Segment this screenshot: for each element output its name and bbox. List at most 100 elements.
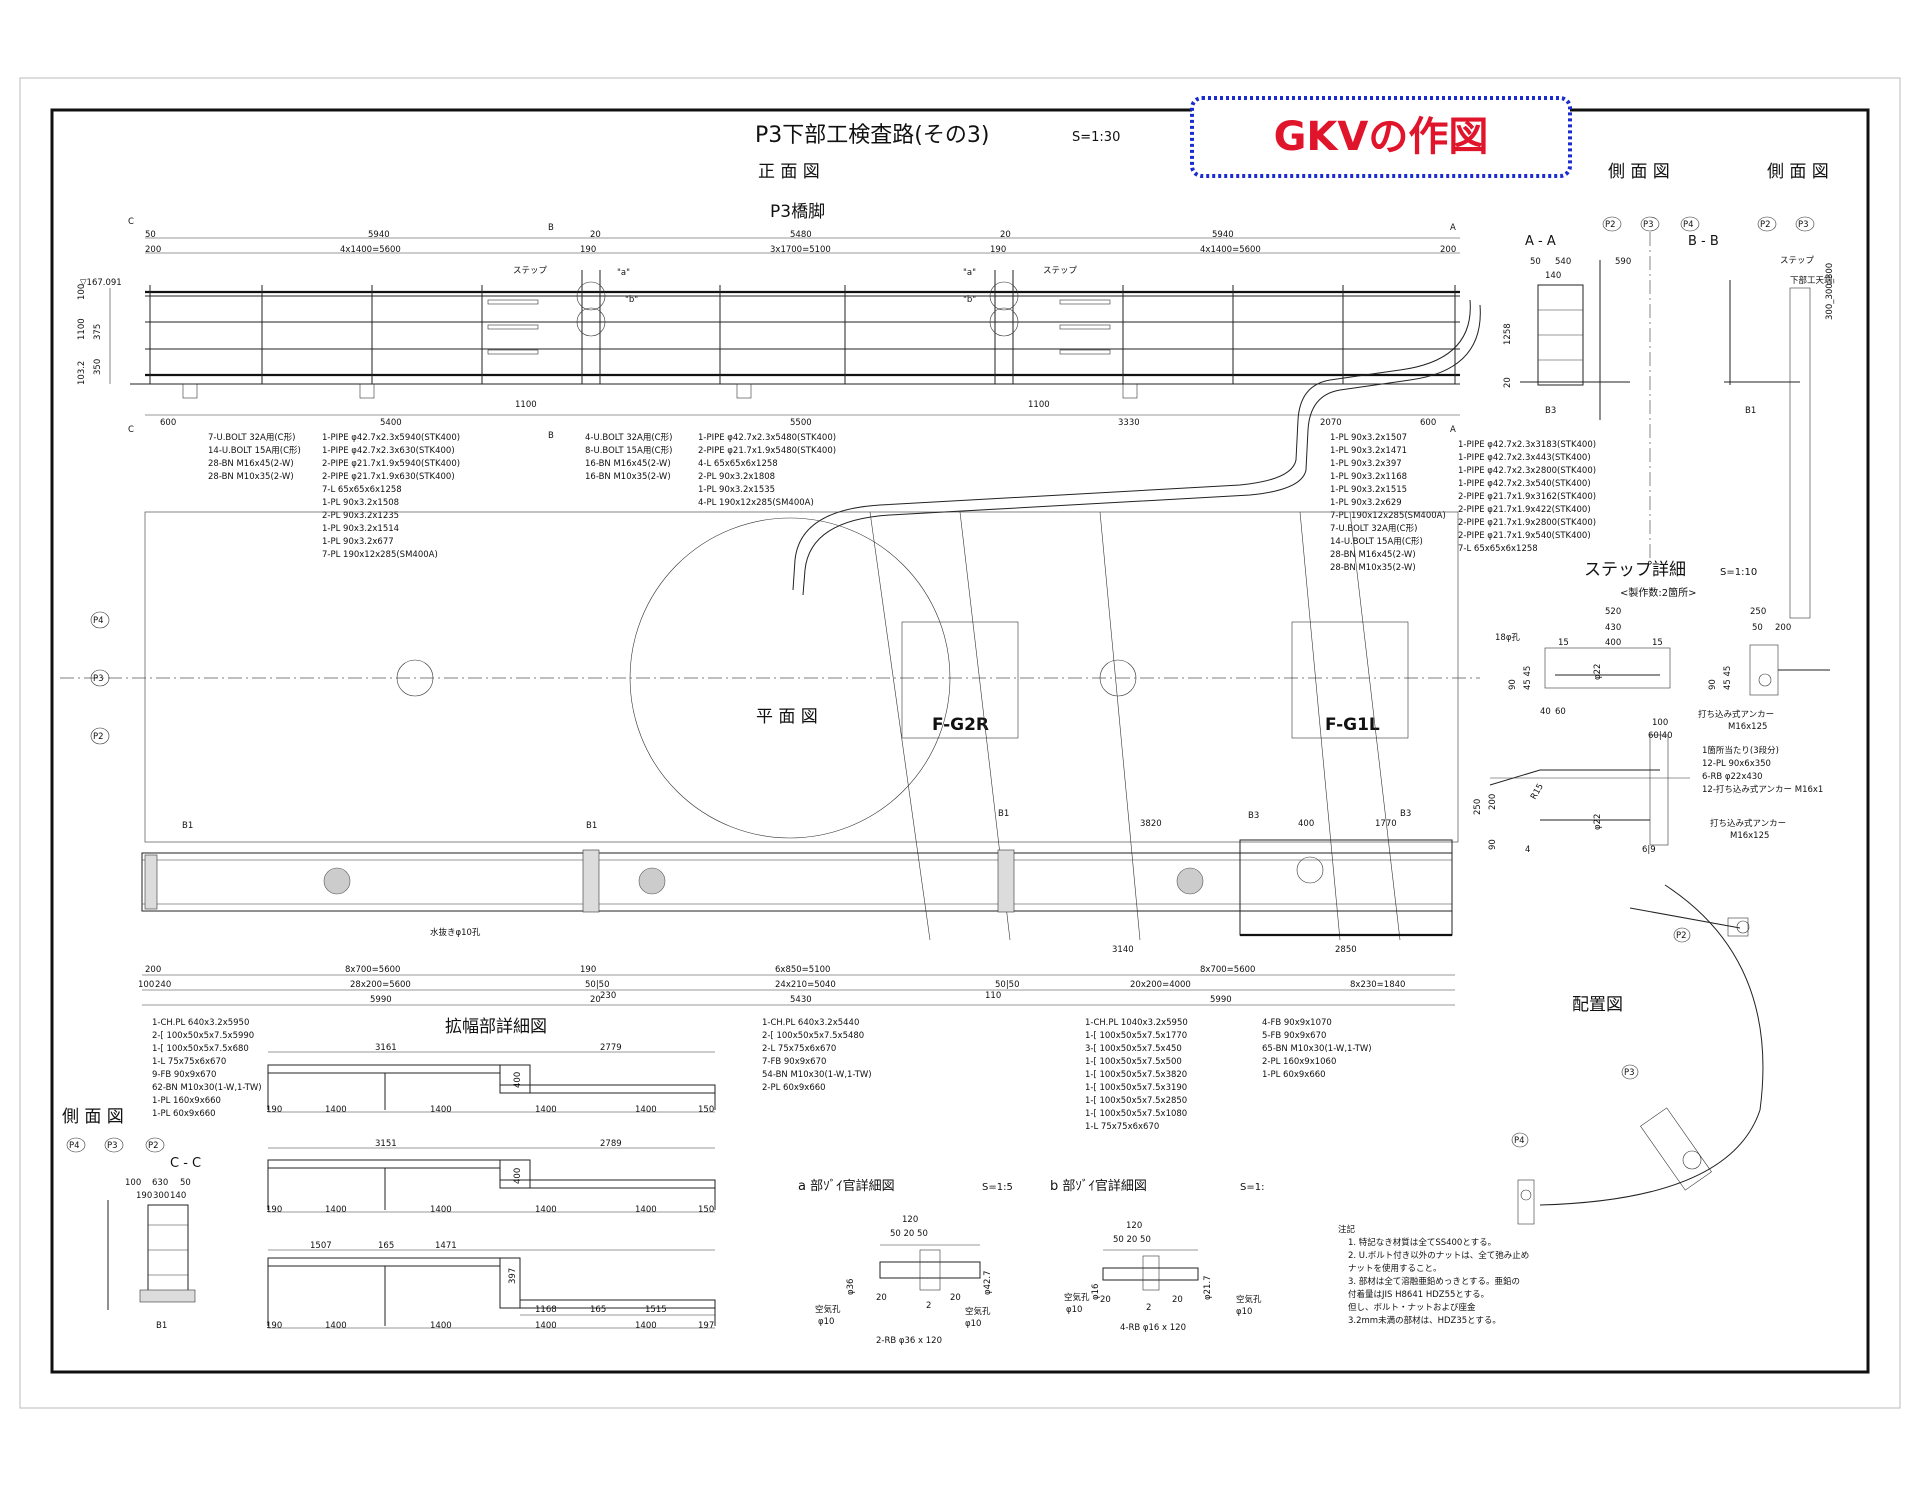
bom-2a-0: 4-U.BOLT 32A用(C形) [585,433,672,443]
detail-a: a 部ｿﾞｲ官詳細図 S=1:5 120 50 20 50 φ36 φ42.7 … [798,1178,1013,1346]
widen-w3: 3151 [375,1139,397,1149]
bb3-3: 1-[ 100x50x5x7.5x500 [1085,1057,1182,1067]
step-d50: 50 [1752,623,1763,633]
widen-w6: 165 [378,1241,394,1251]
bb1-3: 1-L 75x75x6x670 [152,1057,226,1067]
da-air2: φ10 [818,1317,834,1327]
view-side-2: 側 面 図 [1767,162,1829,182]
bom-lower: 1-CH.PL 640x3.2x5950 2-[ 100x50x5x7.5x59… [152,1018,1372,1132]
bom-3-4: 1-PL 90x3.2x1515 [1330,485,1407,495]
dim-h100: 100 [77,284,87,300]
title-scale: S=1:30 [1072,130,1120,145]
mark-c-bottom: C [128,425,134,435]
view-bb: B - B [1688,234,1719,249]
footing-right [1291,621,1409,739]
aa-b3: B3 [1545,406,1556,416]
bb4-1: 5-FB 90x9x670 [1262,1031,1326,1041]
bb4-4: 1-PL 60x9x660 [1262,1070,1326,1080]
aa-d20: 20 [1503,377,1513,388]
cc-d50: 50 [180,1178,191,1188]
mark-a-1: "a" [617,268,630,278]
bb2-4: 54-BN M10x30(1-W,1-TW) [762,1070,872,1080]
dim-a110: 110 [985,991,1001,1001]
da-d120: 120 [902,1215,918,1225]
pier-tag-p4: P4 [93,616,104,626]
bb-pier-face [1789,287,1811,619]
bb3-2: 3-[ 100x50x5x7.5x450 [1085,1044,1182,1054]
bom-4-3: 1-PIPE φ42.7x2.3x540(STK400) [1458,479,1591,489]
level-mark: ▽167.091 [80,278,122,288]
dim-h375: 375 [93,324,103,340]
db-d20: 20 [1100,1295,1111,1305]
bom-4-2: 1-PIPE φ42.7x2.3x2800(STK400) [1458,466,1596,476]
bom-3-1: 1-PL 90x3.2x1471 [1330,446,1407,456]
bb-step: ステップ [1780,256,1815,266]
view-side-1: 側 面 図 [1608,162,1670,182]
bom-1b-1: 1-PIPE φ42.7x2.3x630(STK400) [322,446,455,456]
bom-1b-7: 1-PL 90x3.2x1514 [322,524,399,534]
step-d60: 60 [1555,707,1566,717]
widen-v400a: 400 [513,1072,523,1088]
bom-1b-9: 7-PL 190x12x285(SM400A) [322,550,438,560]
da-d50: 50 20 50 [890,1229,928,1239]
step-d90b: 90 [1708,679,1718,690]
section-aa: A - A P2 P3 P4 50 540 590 140 1258 20 B3 [1503,216,1700,560]
bom-3-10: 28-BN M10x35(2-W) [1330,563,1416,573]
step-d15a: 15 [1558,638,1569,648]
dim-top-1: 5940 [368,230,390,240]
step-detail: ステップ詳細 S=1:10 <製作数:2箇所> 520 430 15 400 1… [1473,560,1830,855]
da-d20: 20 [876,1293,887,1303]
bom-3-2: 1-PL 90x3.2x397 [1330,459,1402,469]
bom-3-8: 14-U.BOLT 15A用(C形) [1330,537,1423,547]
footing-label-left: F-G2R [932,715,989,735]
widen-w5: 1507 [310,1241,332,1251]
mark-a-2: "a" [963,268,976,278]
widen-seg-8: 1400 [635,1205,657,1215]
bom-3-3: 1-PL 90x3.2x1168 [1330,472,1407,482]
bom-3-7: 7-U.BOLT 32A用(C形) [1330,524,1417,534]
da-phi36: φ36 [846,1279,856,1295]
view-plan: 平 面 図 [756,707,818,727]
aa-d140: 140 [1545,271,1561,281]
bom-1b-8: 1-PL 90x3.2x677 [322,537,394,547]
bb1-2: 1-[ 100x50x5x7.5x680 [152,1044,249,1054]
dim-e6: 200 [1440,245,1456,255]
bom-2b-0: 1-PIPE φ42.7x2.3x5480(STK400) [698,433,836,443]
drain-note: 水抜きφ10孔 [430,927,481,938]
db-d20b: 20 [1172,1295,1183,1305]
dim-a20: 20 [590,995,601,1005]
widen-seg-12: 1400 [635,1321,657,1331]
step-list2: 12-PL 90x6x350 [1702,759,1771,769]
bom-1a-1: 14-U.BOLT 15A用(C形) [208,446,301,456]
widen-e150a: 150 [698,1105,714,1115]
banner-frame [1190,96,1572,178]
aa-d1258: 1258 [1503,323,1513,345]
widen-seg-1: 1400 [325,1105,347,1115]
section-bb: B - B P2 P3 ステップ 下部工天端 300_300_300 B1 [1688,216,1835,619]
notes-line-0: 1. 特記なき材質は全てSS400とする。 [1348,1237,1496,1248]
step-d250: 250 [1750,607,1766,617]
cc-d300: 300 [153,1191,169,1201]
step-v250: 250 [1473,799,1483,815]
widen-u1168: 1168 [535,1305,557,1315]
bb3-4: 1-[ 100x50x5x7.5x3820 [1085,1070,1187,1080]
aa-d590: 590 [1615,257,1631,267]
dim-bottom-4: 2070 [1320,418,1342,428]
db-d50: 50 20 50 [1113,1235,1151,1245]
step-v200: 200 [1488,794,1498,810]
bom-4-7: 2-PIPE φ21.7x1.9x540(STK400) [1458,531,1591,541]
dim-sub-2: 3x1700=5100 [770,245,831,255]
widen-u165: 165 [590,1305,606,1315]
notes-line-3: 3. 部材は全て溶融亜鉛めっきとする。亜鉛の [1348,1276,1520,1287]
bom-1b-2: 2-PIPE φ21.7x1.9x5940(STK400) [322,459,460,469]
pier-tags-left: P4 P3 P2 [90,611,110,745]
db-d120: 120 [1126,1221,1142,1231]
bom-3-0: 1-PL 90x3.2x1507 [1330,433,1407,443]
bb2-5: 2-PL 60x9x660 [762,1083,826,1093]
bom-1a-0: 7-U.BOLT 32A用(C形) [208,433,295,443]
dim-s1100b: 1100 [1028,400,1050,410]
dim-bottom-2: 5500 [790,418,812,428]
mark-b1-a: B1 [182,821,193,831]
detail-b-scale: S=1: [1240,1182,1264,1193]
bb-v300: 300_300_300 [1825,263,1835,320]
